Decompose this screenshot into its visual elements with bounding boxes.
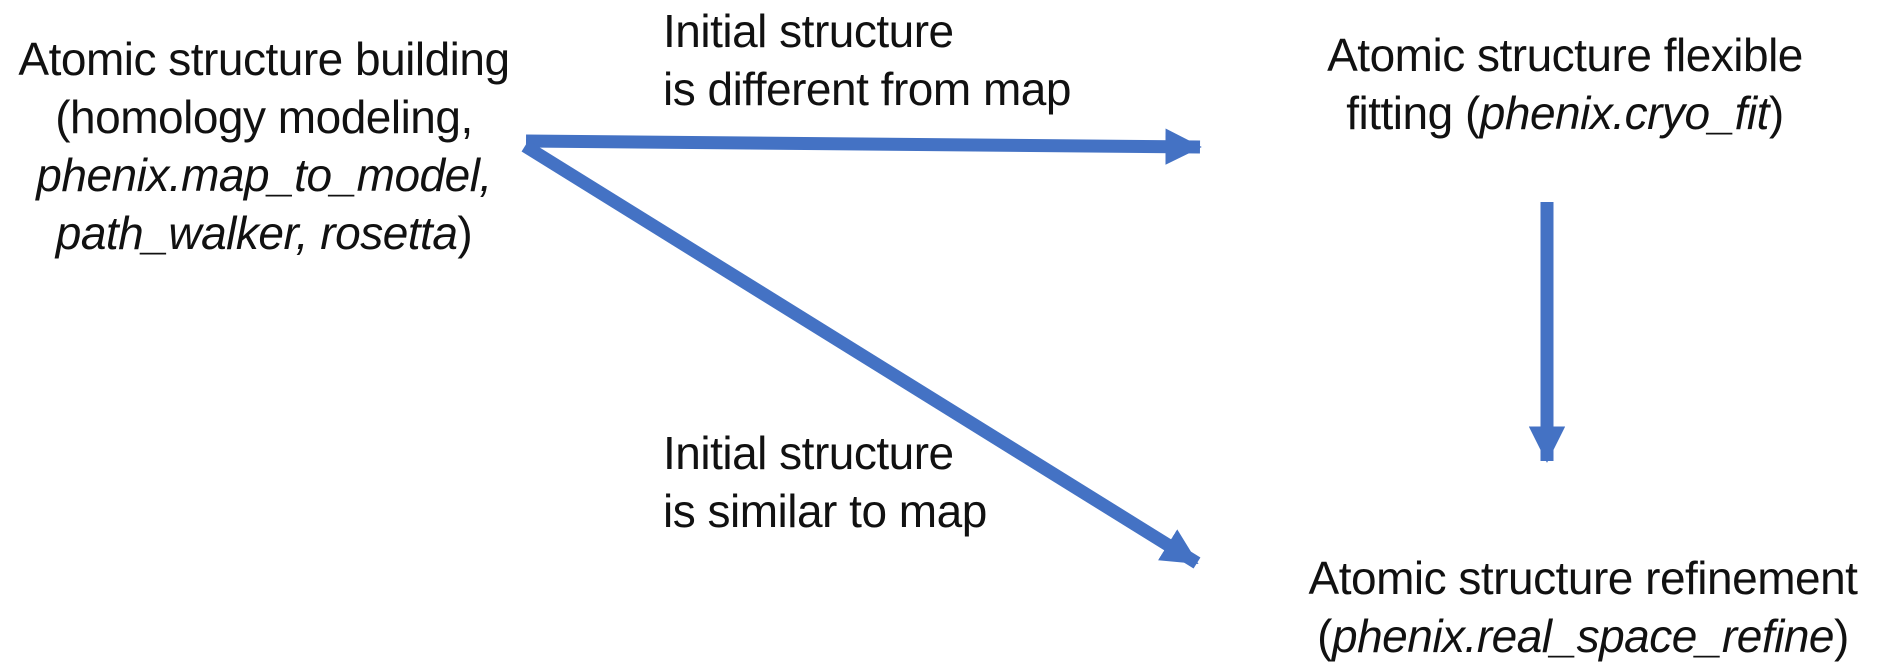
node-flexible-fitting-line1: Atomic structure flexible — [1327, 29, 1803, 81]
edge-label-similar-line2: is similar to map — [663, 485, 987, 537]
node-flexible-fitting: Atomic structure flexible fitting (pheni… — [1295, 26, 1835, 142]
arrow-building-to-fitting — [525, 128, 1202, 165]
node-structure-refinement-line2-tool: phenix.real_space_refine — [1331, 610, 1835, 662]
node-structure-building-line4-tools: path_walker, rosetta — [55, 207, 458, 259]
node-structure-refinement-line1: Atomic structure refinement — [1308, 552, 1858, 604]
node-flexible-fitting-line2: fitting (phenix.cryo_fit) — [1295, 84, 1835, 142]
node-structure-building-line3: phenix.map_to_model, — [36, 149, 492, 201]
node-structure-refinement-line2: (phenix.real_space_refine) — [1293, 607, 1873, 665]
node-structure-refinement: Atomic structure refinement (phenix.real… — [1293, 549, 1873, 665]
node-flexible-fitting-line2-paren: ) — [1768, 87, 1784, 139]
node-structure-building-line4-paren: ) — [457, 207, 473, 259]
node-structure-refinement-line2-paren: ) — [1834, 610, 1849, 662]
node-structure-building-line1: Atomic structure building — [18, 33, 510, 85]
node-flexible-fitting-line2-tool: phenix.cryo_fit — [1479, 87, 1770, 139]
node-flexible-fitting-line2-prefix: fitting ( — [1346, 87, 1480, 139]
node-structure-building-line4: path_walker, rosetta) — [4, 204, 524, 262]
node-structure-building-line2: (homology modeling, — [55, 91, 473, 143]
edge-label-similar-line1: Initial structure — [663, 427, 954, 479]
edge-label-different-line1: Initial structure — [663, 5, 954, 57]
node-structure-refinement-line2-prefix: ( — [1317, 610, 1332, 662]
edge-label-different-line2: is different from map — [663, 63, 1071, 115]
arrow-building-to-refinement — [521, 140, 1201, 569]
edge-label-similar-to-map: Initial structure is similar to map — [663, 424, 987, 540]
edge-label-different-from-map: Initial structure is different from map — [663, 2, 1071, 118]
node-structure-building: Atomic structure building (homology mode… — [4, 30, 524, 262]
